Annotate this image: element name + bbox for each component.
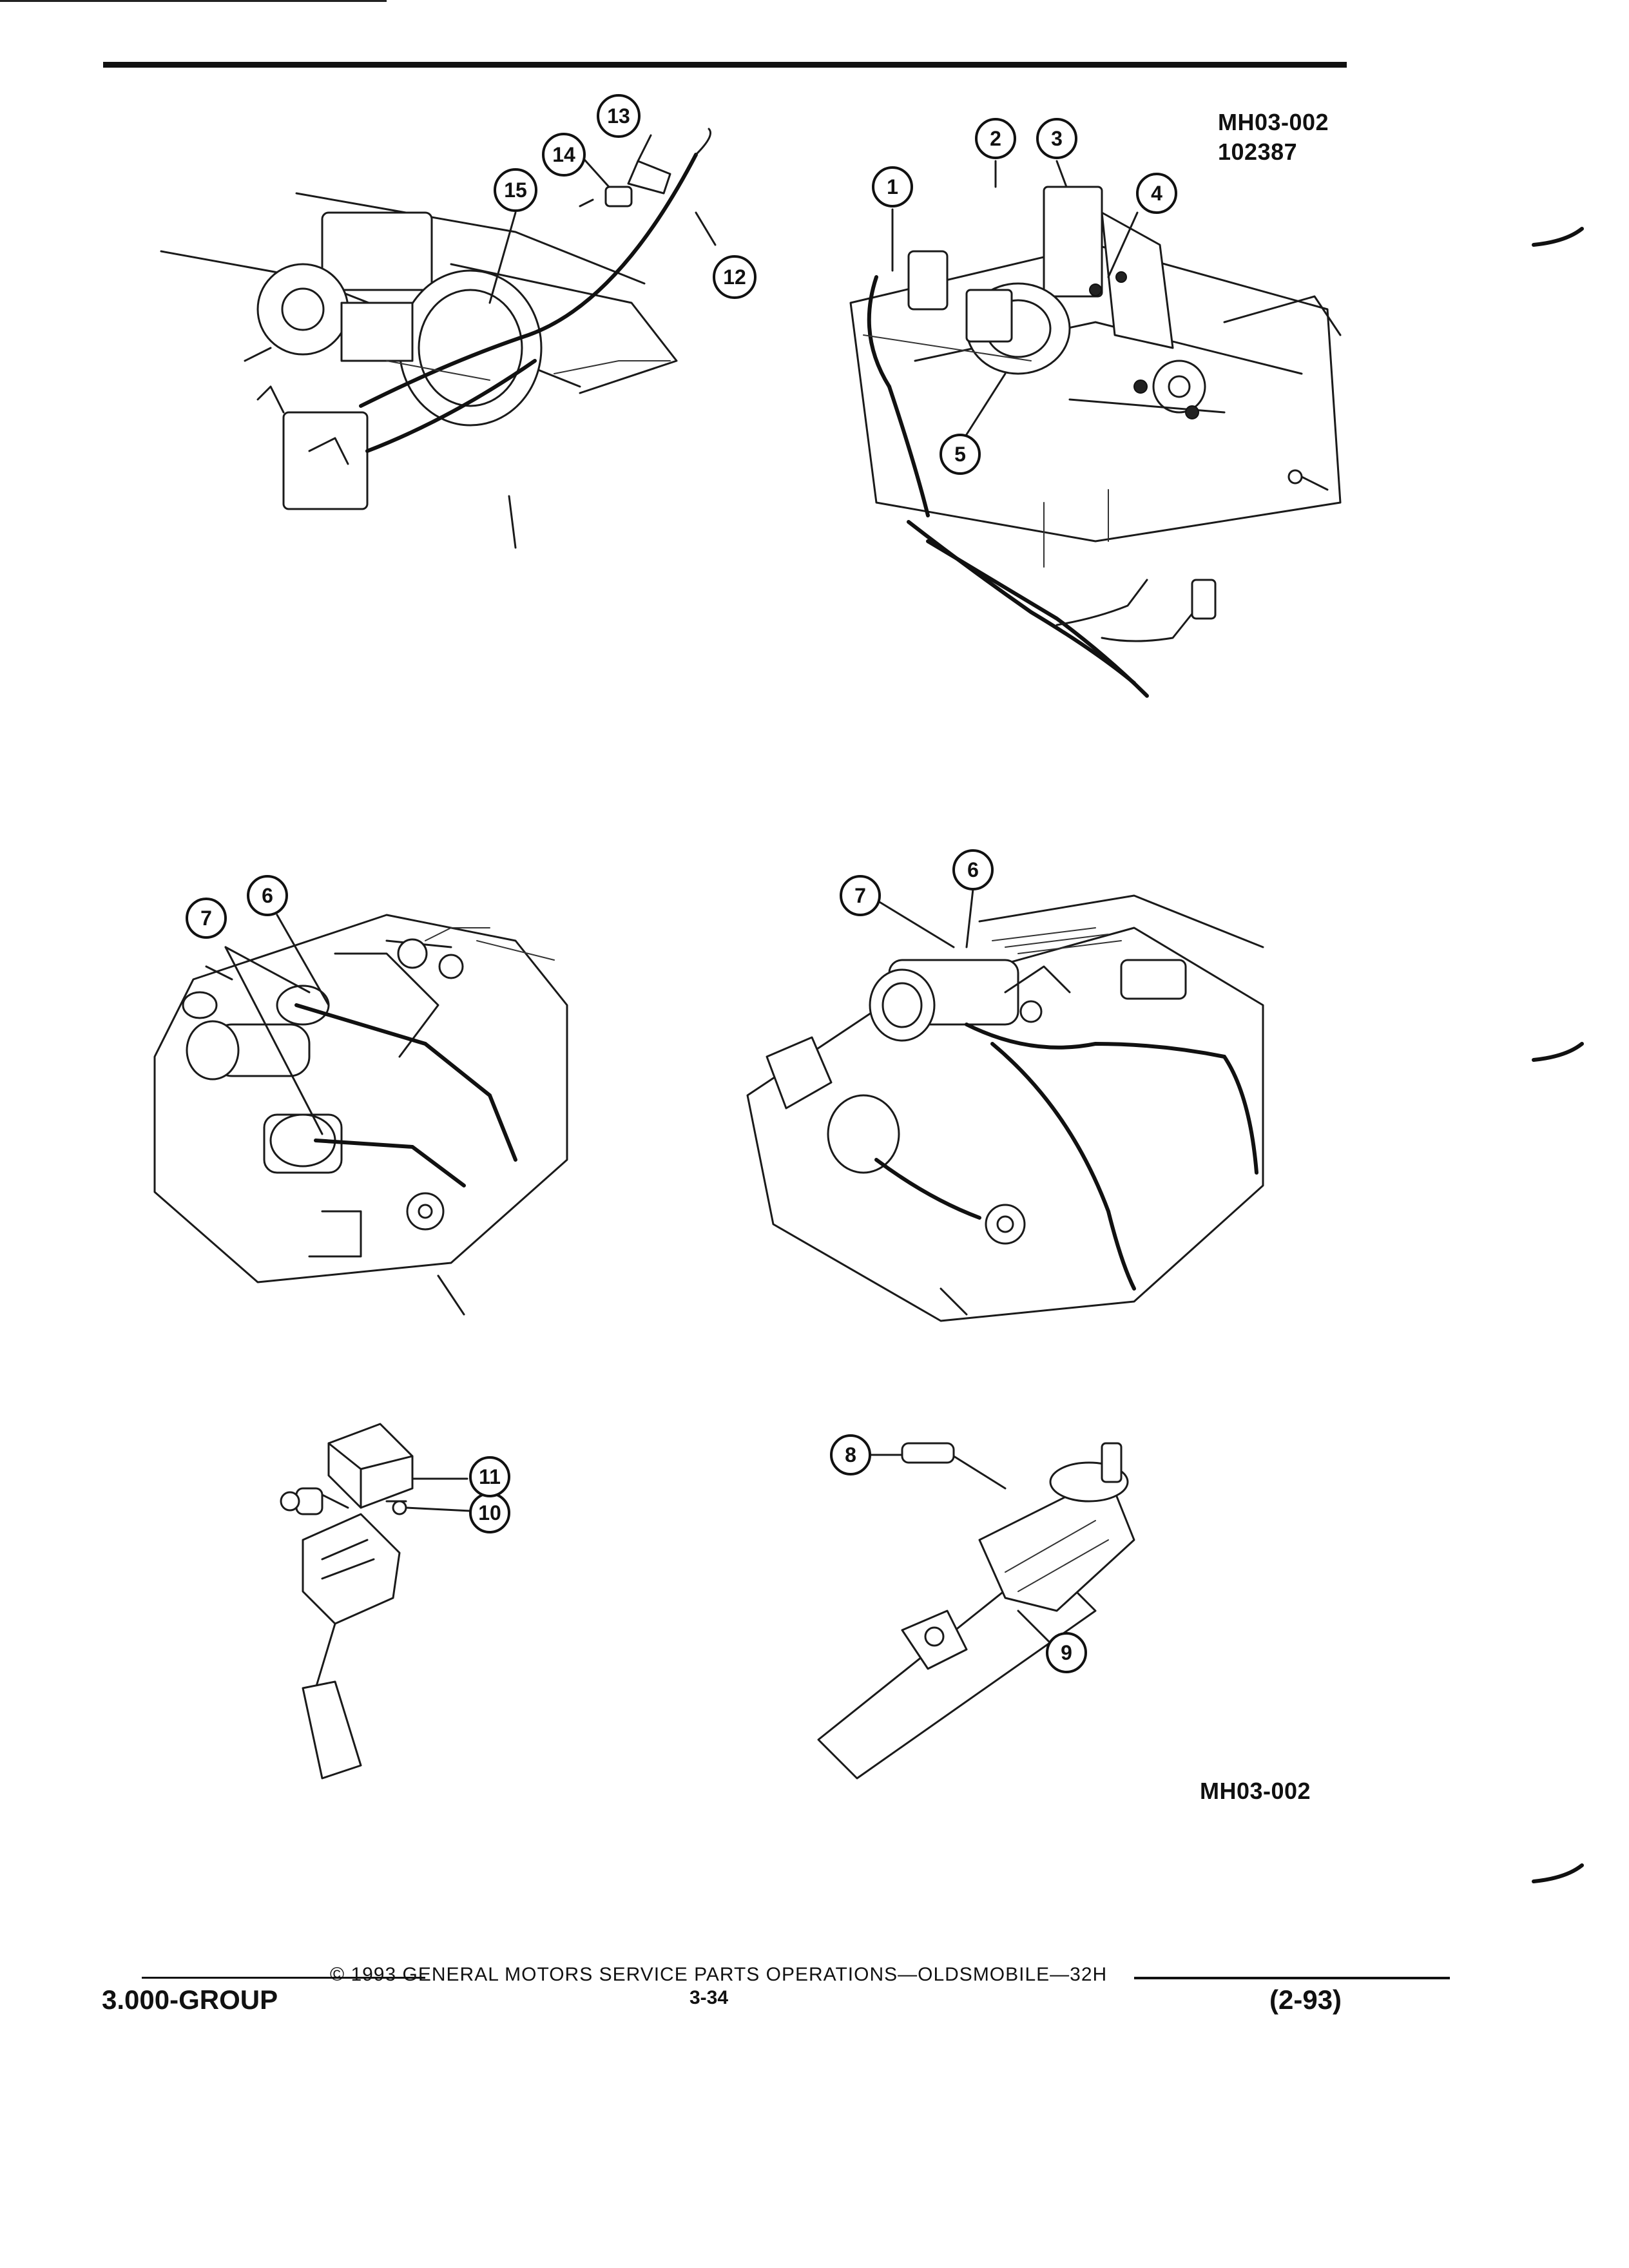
footer-rule-left <box>142 1977 425 1979</box>
svg-text:1: 1 <box>887 175 898 198</box>
svg-text:7: 7 <box>854 884 866 907</box>
svg-text:14: 14 <box>552 143 575 166</box>
group-label: 3.000-GROUP <box>102 1984 278 2015</box>
svg-text:12: 12 <box>723 265 746 289</box>
svg-text:2: 2 <box>990 127 1001 150</box>
illustration-steering-column <box>817 1442 1135 1780</box>
figure-code-bottom: MH03-002 <box>1200 1778 1311 1804</box>
illustration-servo-bracket <box>849 160 1342 698</box>
callout-11: 11 <box>469 1456 510 1497</box>
svg-text:11: 11 <box>479 1465 501 1488</box>
svg-text:6: 6 <box>967 858 979 881</box>
callout-8: 8 <box>830 1434 871 1475</box>
illustration-throttle-right <box>746 888 1264 1322</box>
copyright-notice: © 1993 GENERAL MOTORS SERVICE PARTS OPER… <box>330 1964 1108 1985</box>
callout-12: 12 <box>713 255 757 299</box>
margin-tick-1 <box>1532 227 1584 247</box>
svg-text:8: 8 <box>845 1443 856 1466</box>
callout-4: 4 <box>1136 173 1177 214</box>
callout-13: 13 <box>597 94 641 138</box>
callout-7-left: 7 <box>186 898 227 939</box>
callout-9: 9 <box>1046 1632 1087 1673</box>
margin-tick-2 <box>1532 1042 1584 1062</box>
svg-text:4: 4 <box>1151 182 1162 205</box>
svg-text:6: 6 <box>262 884 273 907</box>
callout-6-right: 6 <box>952 849 994 890</box>
illustration-throttle-left <box>153 914 568 1316</box>
callout-2: 2 <box>975 118 1016 159</box>
margin-tick-3 <box>1532 1863 1584 1883</box>
callout-10: 10 <box>469 1492 510 1533</box>
svg-text:15: 15 <box>504 178 527 202</box>
illustration-accelerator-pedal <box>280 1423 472 1780</box>
footer-rule-right <box>1134 1977 1450 1979</box>
page-footer: © 1993 GENERAL MOTORS SERVICE PARTS OPER… <box>102 1959 1450 2036</box>
top-edge-rule <box>0 0 387 2</box>
callout-14: 14 <box>542 133 586 177</box>
figure-code-top: MH03-002 <box>1218 109 1329 135</box>
svg-text:9: 9 <box>1061 1641 1072 1664</box>
callout-5: 5 <box>940 434 981 475</box>
svg-text:5: 5 <box>954 443 966 466</box>
svg-text:13: 13 <box>607 104 630 128</box>
callout-3: 3 <box>1036 118 1077 159</box>
illustration-booster-cable <box>160 128 717 549</box>
page-number: 3-34 <box>689 1987 729 2008</box>
callout-6-left: 6 <box>247 875 288 916</box>
revision-date: (2-93) <box>1269 1984 1342 2015</box>
figure-reference-number: 102387 <box>1218 139 1298 165</box>
svg-text:3: 3 <box>1051 127 1063 150</box>
callout-15: 15 <box>494 168 537 212</box>
callout-7-right: 7 <box>840 875 881 916</box>
svg-text:10: 10 <box>478 1501 501 1524</box>
callout-1: 1 <box>872 166 913 207</box>
svg-text:7: 7 <box>200 907 212 930</box>
header-rule <box>103 62 1347 68</box>
